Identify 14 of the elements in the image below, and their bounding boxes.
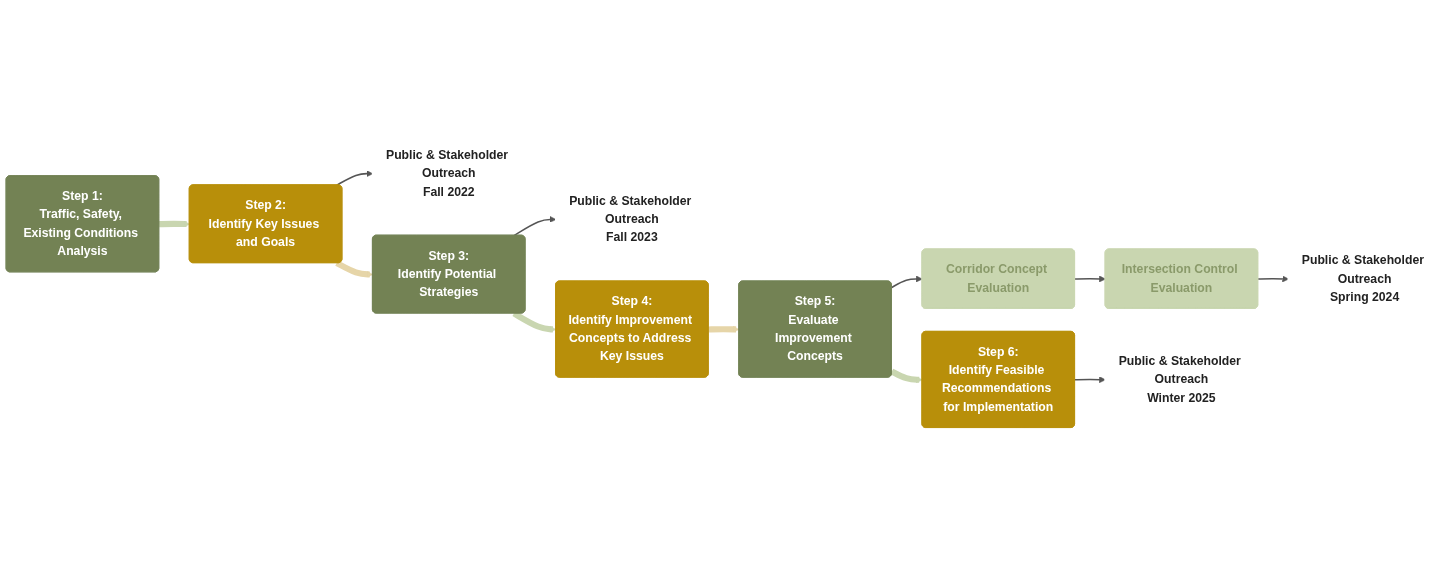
arrow: [891, 275, 923, 289]
arrow: [1074, 376, 1106, 384]
node-text: Public & Stakeholder Outreach Fall 2022: [385, 148, 509, 198]
node-text: Public & Stakeholder Outreach Fall 2023: [569, 194, 692, 244]
node-text: Public & Stakeholder Outreach Spring 2024: [1301, 253, 1424, 304]
arrow: [335, 260, 374, 278]
arrow: [1257, 275, 1289, 283]
arrow: [890, 368, 923, 384]
node-text: Public & Stakeholder Outreach Winter 2025: [1118, 354, 1241, 404]
arrow: [158, 220, 190, 228]
arrow: [335, 170, 374, 186]
arrow: [708, 325, 740, 333]
arrow: [513, 216, 557, 237]
arrow: [1074, 275, 1106, 283]
